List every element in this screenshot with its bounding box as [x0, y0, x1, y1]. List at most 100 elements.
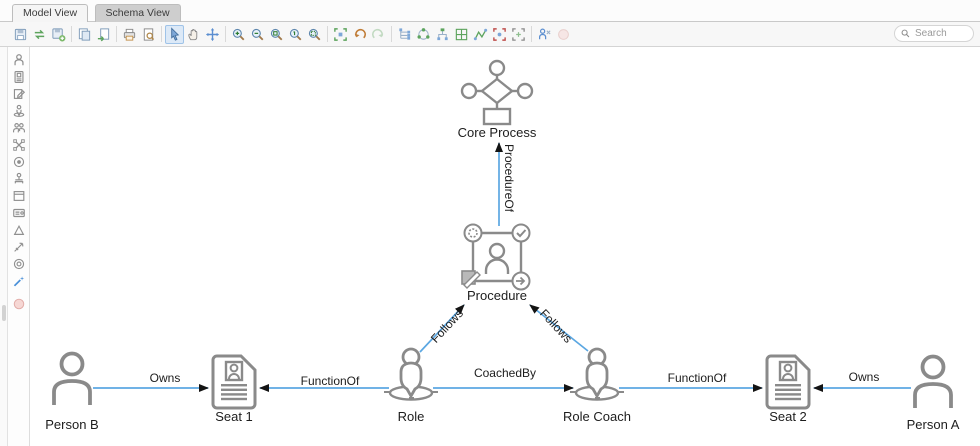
delete-icon [13, 298, 24, 309]
sync-button[interactable] [30, 25, 49, 44]
edge-label-functionof-right[interactable]: FunctionOf [667, 371, 727, 385]
zoom-actual-icon [289, 28, 302, 40]
print-preview-button[interactable] [139, 25, 158, 44]
fit-content-button[interactable] [331, 25, 350, 44]
overview-icon [512, 27, 525, 41]
fit-selection-button[interactable] [490, 25, 509, 44]
print-button[interactable] [120, 25, 139, 44]
layout-grid-icon [455, 28, 468, 40]
node-seat-1-icon[interactable] [211, 354, 257, 410]
redo-button[interactable] [369, 25, 388, 44]
zoom-out-button[interactable] [248, 25, 267, 44]
node-label-core-process[interactable]: Core Process [457, 125, 537, 140]
edge-label-coachedby[interactable]: CoachedBy [473, 366, 537, 380]
fit-selection-icon [493, 27, 506, 41]
move-icon [205, 27, 220, 41]
zoom-in-button[interactable] [229, 25, 248, 44]
layout-tree-icon [399, 27, 411, 40]
layout-grid-button[interactable] [452, 25, 471, 44]
palette-item-process[interactable] [8, 136, 29, 153]
team-icon [12, 122, 25, 132]
node-role-icon[interactable] [384, 347, 438, 401]
layout-hierarchic-button[interactable] [433, 25, 452, 44]
node-label-role-coach[interactable]: Role Coach [563, 409, 631, 424]
move-button[interactable] [203, 25, 222, 44]
copy-button[interactable] [75, 25, 94, 44]
palette-item-document[interactable] [8, 85, 29, 102]
select-cursor-button[interactable] [165, 24, 184, 44]
zoom-region-icon [308, 28, 321, 40]
node-core-process-icon[interactable] [460, 59, 534, 126]
diagram-canvas[interactable]: Core Process Procedure Role Role Coach S… [30, 47, 980, 446]
zoom-fit-button[interactable] [267, 25, 286, 44]
undo-button[interactable] [350, 25, 369, 44]
palette-item-ring[interactable] [8, 255, 29, 272]
layout-tree-button[interactable] [395, 25, 414, 44]
palette-item-seat[interactable] [8, 68, 29, 85]
palette-item-team[interactable] [8, 119, 29, 136]
person-icon [13, 53, 24, 65]
node-seat-2-icon[interactable] [765, 354, 811, 410]
role-pin-icon [13, 104, 24, 117]
toolbar-separator [531, 26, 532, 42]
node-label-person-a[interactable]: Person A [906, 417, 960, 432]
layout-hierarchic-icon [437, 27, 448, 40]
partition-icon [539, 28, 551, 39]
node-procedure-icon[interactable] [461, 223, 531, 291]
palette-item-card[interactable] [8, 204, 29, 221]
node-label-seat-2[interactable]: Seat 2 [769, 409, 807, 424]
palette-item-target[interactable] [8, 153, 29, 170]
node-person-b-icon[interactable] [52, 351, 92, 406]
sync-icon [34, 29, 45, 39]
layout-organic-button[interactable] [471, 25, 490, 44]
palette-scrollbar[interactable] [0, 47, 8, 446]
node-label-seat-1[interactable]: Seat 1 [215, 409, 253, 424]
edge-label-owns-right[interactable]: Owns [848, 370, 880, 384]
palette-item-person[interactable] [8, 51, 29, 68]
node-person-a-icon[interactable] [913, 354, 953, 409]
search-box [894, 25, 974, 42]
toolbar-separator [327, 26, 328, 42]
palette-item-hierarchy[interactable] [8, 170, 29, 187]
palette-item-role[interactable] [8, 102, 29, 119]
save-new-button[interactable] [49, 25, 68, 44]
edge-label-functionof-left[interactable]: FunctionOf [300, 374, 360, 388]
node-label-person-b[interactable]: Person B [45, 417, 99, 432]
palette-item-magic-wand[interactable] [8, 272, 29, 289]
edge-follows-role-procedure[interactable] [419, 304, 465, 353]
tab-model-view[interactable]: Model View [12, 4, 89, 23]
palette-scrollbar-thumb[interactable] [2, 305, 6, 321]
copy-icon [78, 27, 91, 41]
node-label-procedure[interactable]: Procedure [467, 288, 527, 303]
edge-label-procedureof[interactable]: ProcedureOf [502, 143, 516, 213]
zoom-region-button[interactable] [305, 25, 324, 44]
layout-circular-button[interactable] [414, 25, 433, 44]
ring-icon [13, 258, 24, 269]
palette-item-milestone[interactable] [8, 221, 29, 238]
zoom-actual-button[interactable] [286, 25, 305, 44]
palette-item-dart[interactable] [8, 238, 29, 255]
search-input[interactable] [913, 27, 967, 40]
toolbar-separator [116, 26, 117, 42]
import-button[interactable] [94, 25, 113, 44]
tab-schema-view[interactable]: Schema View [94, 4, 181, 23]
partition-button[interactable] [535, 25, 554, 44]
seat-icon [13, 70, 24, 83]
node-label-role[interactable]: Role [397, 409, 425, 424]
pan-hand-button[interactable] [184, 25, 203, 44]
clear-button[interactable] [554, 25, 573, 44]
save-new-icon [52, 27, 66, 41]
print-icon [123, 28, 136, 41]
schema-diagram [52, 59, 953, 410]
palette-item-delete[interactable] [8, 295, 29, 312]
edge-label-owns-left[interactable]: Owns [149, 371, 181, 385]
overview-button[interactable] [509, 25, 528, 44]
process-x-icon [12, 138, 25, 151]
import-icon [97, 27, 110, 41]
tab-bar: Model View Schema View [0, 0, 980, 23]
edge-follows-rolecoach-procedure[interactable] [529, 304, 589, 352]
node-role-coach-icon[interactable] [570, 347, 624, 401]
palette-item-frame[interactable] [8, 187, 29, 204]
magic-wand-icon [13, 275, 24, 286]
save-button[interactable] [11, 25, 30, 44]
